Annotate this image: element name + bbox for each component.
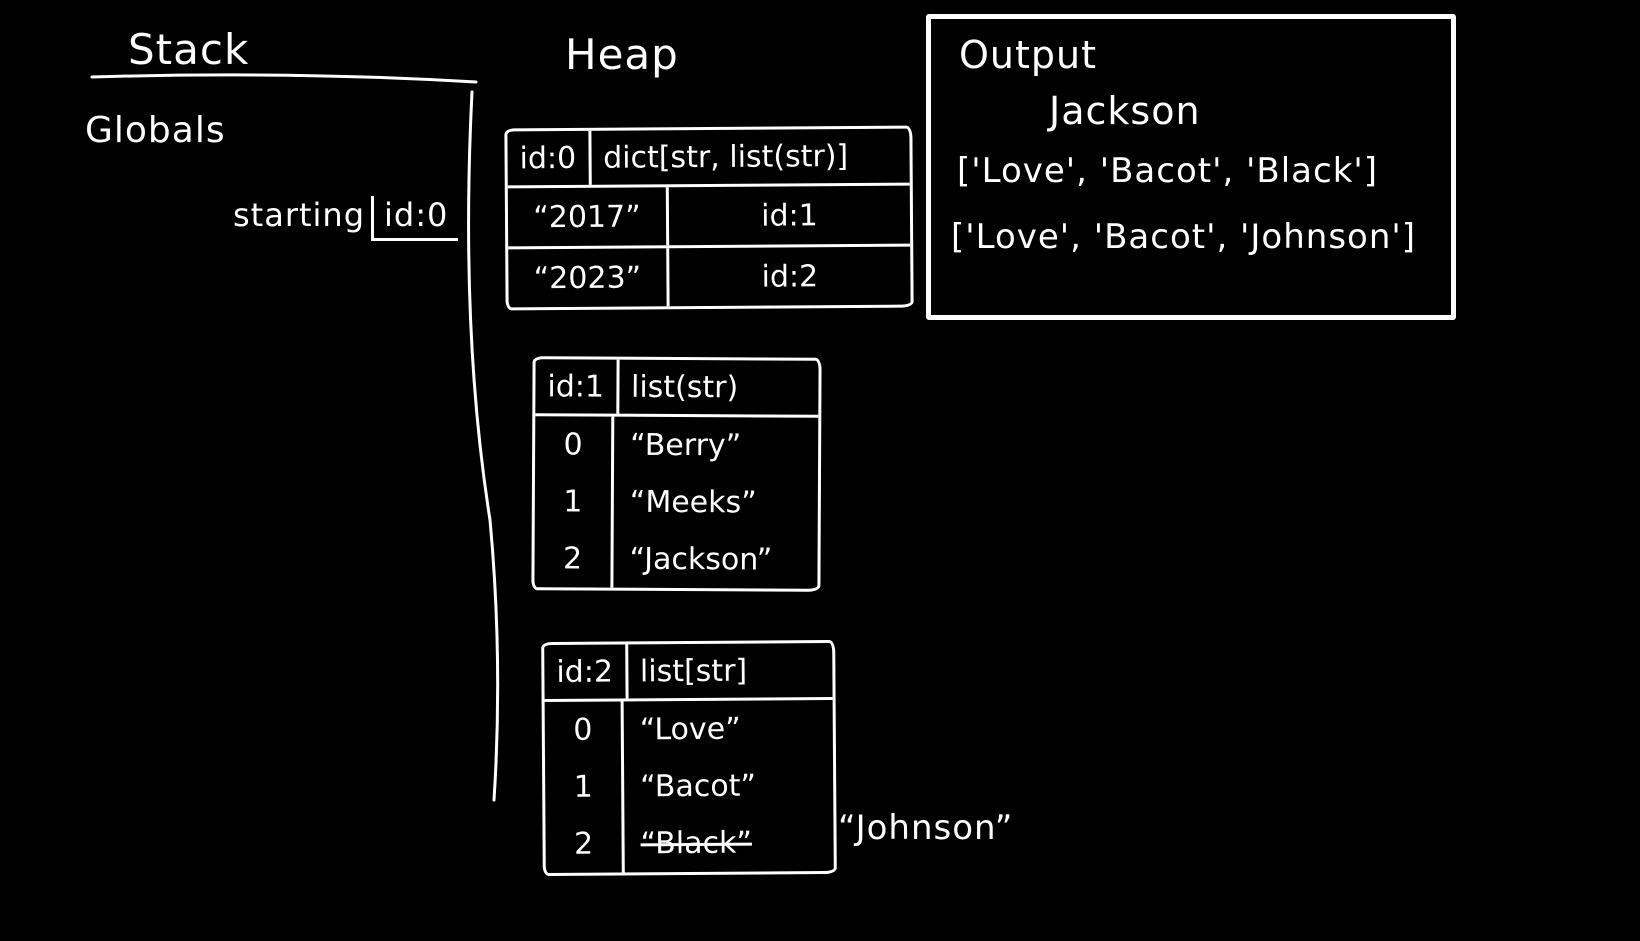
output-line: ['Love', 'Bacot', 'Johnson']	[951, 217, 1417, 257]
dict-key: “2017”	[507, 187, 670, 247]
output-line: Jackson	[1049, 89, 1201, 133]
list-index: 0	[573, 712, 593, 748]
dict-value-reference: id:2	[761, 258, 819, 295]
output-box: Output Jackson ['Love', 'Bacot', 'Black'…	[926, 14, 1456, 320]
stack-variable-row: starting id:0	[233, 196, 459, 241]
heap-object-id1-header: id:1 list(str)	[535, 359, 819, 418]
heap-object-id1-list: id:1 list(str) 0 1 2 “Berry” “Meeks” “Ja…	[531, 356, 822, 592]
object-type-label: list(str)	[630, 369, 739, 405]
list-value: “Bacot”	[640, 768, 757, 805]
output-line: ['Love', 'Bacot', 'Black']	[957, 151, 1379, 191]
list-index: 0	[563, 427, 583, 463]
dict-entry-row: “2023” id:2	[508, 247, 910, 308]
object-type-label: list[str]	[639, 653, 748, 689]
heap-object-id0-dict: id:0 dict[str, list(str)] “2017” id:1 “2…	[504, 125, 914, 311]
list-value: “Meeks”	[629, 484, 757, 521]
list-value: “Love”	[639, 711, 741, 748]
list-body: 0 1 2 “Love” “Bacot” “Black”	[544, 700, 834, 874]
list-index-column: 0 1 2	[544, 701, 625, 874]
list-value: “Berry”	[630, 427, 742, 464]
replacement-value-johnson: “Johnson”	[838, 808, 1014, 848]
stack-title: Stack	[128, 25, 250, 74]
variable-name: starting	[233, 196, 366, 234]
stack-heap-divider-line	[467, 90, 500, 802]
list-index: 1	[563, 484, 583, 520]
list-value: “Jackson”	[629, 541, 773, 578]
object-type-label: dict[str, list(str)]	[603, 138, 849, 176]
dict-value-reference: id:1	[761, 197, 818, 234]
heap-object-id0-header: id:0 dict[str, list(str)]	[507, 128, 910, 189]
dict-entry-row: “2017” id:1	[507, 185, 911, 250]
variable-value-reference: id:0	[371, 196, 459, 241]
list-index-column: 0 1 2	[534, 416, 615, 588]
list-body: 0 1 2 “Berry” “Meeks” “Jackson”	[534, 416, 818, 588]
list-value-column: “Berry” “Meeks” “Jackson”	[613, 417, 773, 589]
globals-frame-label: Globals	[85, 110, 226, 151]
list-value-column: “Love” “Bacot” “Black”	[624, 701, 757, 873]
list-index: 2	[573, 826, 594, 862]
dict-key: “2023”	[508, 248, 670, 308]
heap-title: Heap	[565, 30, 679, 79]
object-id-label: id:1	[535, 359, 620, 414]
heap-object-id2-list: id:2 list[str] 0 1 2 “Love” “Bacot” “Bla…	[541, 639, 837, 877]
list-value-struck-out: “Black”	[640, 825, 753, 862]
output-title: Output	[959, 33, 1097, 77]
list-index: 1	[573, 769, 593, 805]
object-id-label: id:0	[507, 130, 592, 186]
heap-object-id2-header: id:2 list[str]	[544, 642, 833, 703]
object-id-label: id:2	[544, 644, 629, 700]
stack-underline-line	[90, 73, 478, 84]
list-index: 2	[562, 541, 583, 577]
